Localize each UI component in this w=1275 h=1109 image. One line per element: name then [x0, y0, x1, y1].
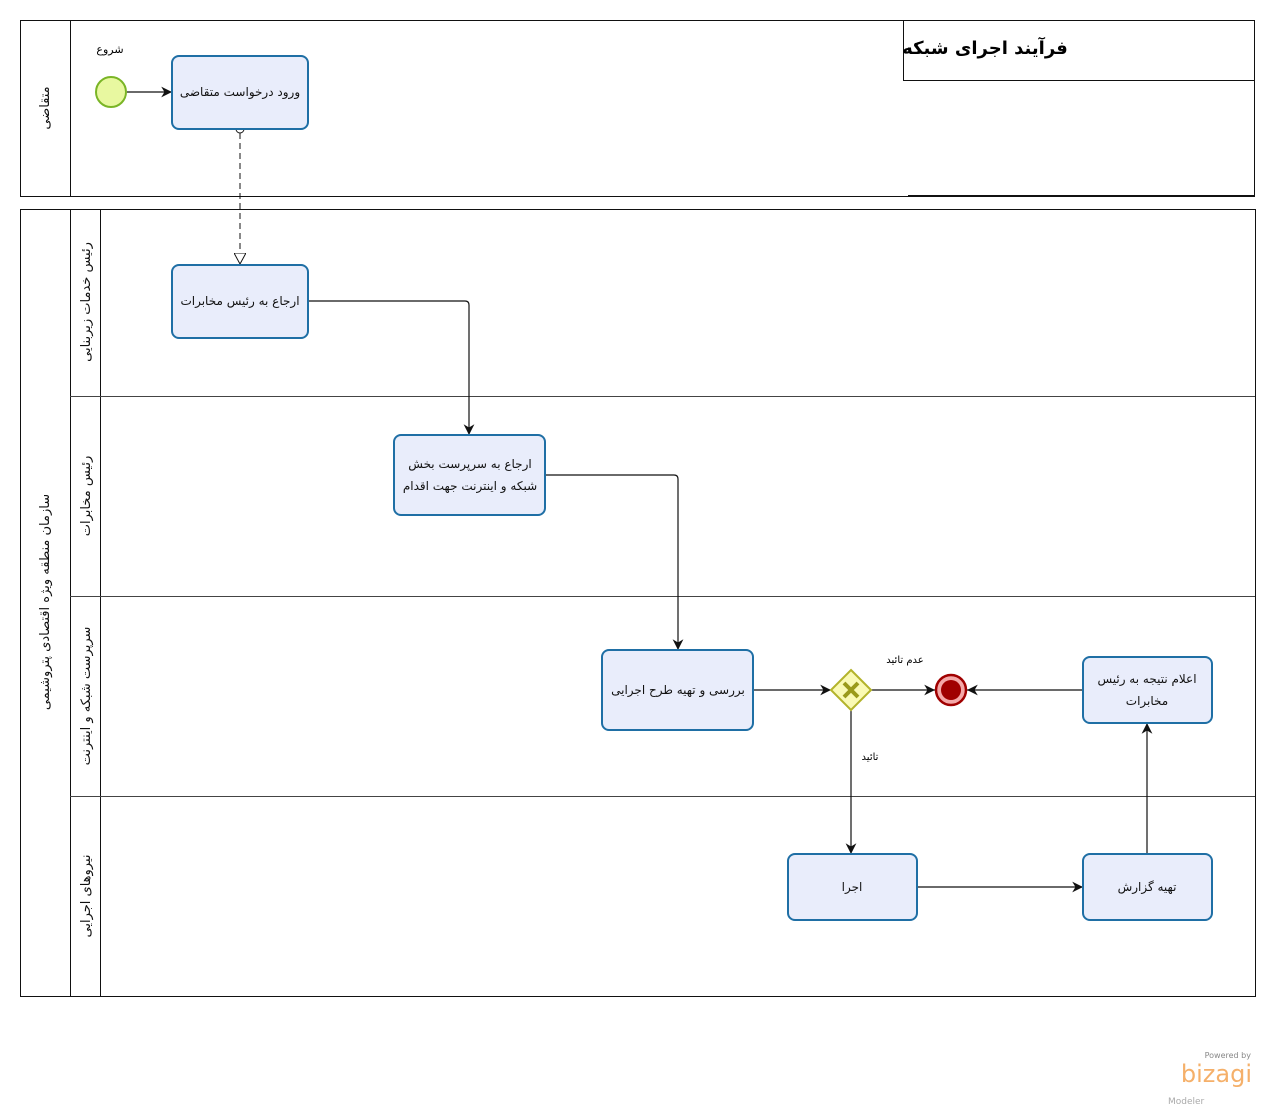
diagram-title: فرآیند اجرای شبکه	[902, 36, 1068, 59]
bizagi-logo: Powered by bizagi Modeler	[1168, 1051, 1252, 1107]
task-enter-request[interactable]: ورود درخواست متقاضی	[171, 55, 309, 130]
gateway-label-approve: تائید	[862, 752, 879, 763]
task-refer-to-telecom-head[interactable]: ارجاع به رئیس مخابرات	[171, 264, 309, 339]
task-prepare-report[interactable]: تهیه گزارش	[1082, 853, 1213, 921]
logo-text: bizagi	[1181, 1060, 1252, 1088]
powered-by-text: Powered by	[1205, 1051, 1252, 1060]
task-label: بررسی و تهیه طرح اجرایی	[611, 683, 745, 698]
task-label-line2: مخابرات	[1126, 694, 1168, 709]
task-label-line1: ارجاع به سرپرست بخش	[408, 457, 531, 472]
task-label-line1: اعلام نتیجه به رئیس	[1097, 672, 1196, 687]
task-label: اجرا	[842, 880, 863, 895]
start-event-label: شروع	[96, 43, 123, 56]
task-review-and-plan[interactable]: بررسی و تهیه طرح اجرایی	[601, 649, 754, 731]
lane-label-infrastructure-head: رئیس خدمات زیربنایی	[79, 242, 94, 362]
task-label: ورود درخواست متقاضی	[180, 85, 300, 100]
end-event[interactable]	[934, 673, 968, 707]
pool-organization: سازمان منطقه ویژه اقتصادی پتروشیمی رئیس …	[20, 209, 1256, 997]
start-event[interactable]: شروع	[95, 43, 127, 108]
task-execute[interactable]: اجرا	[787, 853, 918, 921]
sequence-flows: عدم تائید تائید	[127, 86, 1153, 893]
task-refer-to-network-supervisor[interactable]: ارجاع به سرپرست بخش شبکه و اینترنت جهت ا…	[393, 434, 546, 516]
gateway-label-reject: عدم تائید	[886, 655, 923, 666]
gateway-x-icon	[842, 681, 860, 699]
task-label-line2: شبکه و اینترنت جهت اقدام	[403, 479, 537, 494]
task-announce-result[interactable]: اعلام نتیجه به رئیس مخابرات	[1082, 656, 1213, 724]
flow-t3-to-t4[interactable]	[545, 474, 684, 650]
modeler-text: Modeler	[1168, 1097, 1205, 1107]
lane-label-executive-forces: نیروهای اجرایی	[79, 854, 94, 937]
title-box: فرآیند اجرای شبکه	[902, 20, 1255, 196]
pool-label-organization: سازمان منطقه ویژه اقتصادی پتروشیمی	[38, 494, 53, 710]
pool-label-applicant: متقاضی	[38, 86, 53, 129]
lane-label-telecom-head: رئیس مخابرات	[79, 456, 94, 536]
task-label: ارجاع به رئیس مخابرات	[180, 294, 299, 309]
flow-t2-to-t3[interactable]	[308, 300, 475, 435]
lane-label-network-supervisor: سرپرست شبکه و اینترنت	[79, 627, 94, 766]
exclusive-gateway[interactable]	[829, 668, 873, 712]
task-label: تهیه گزارش	[1118, 880, 1177, 895]
